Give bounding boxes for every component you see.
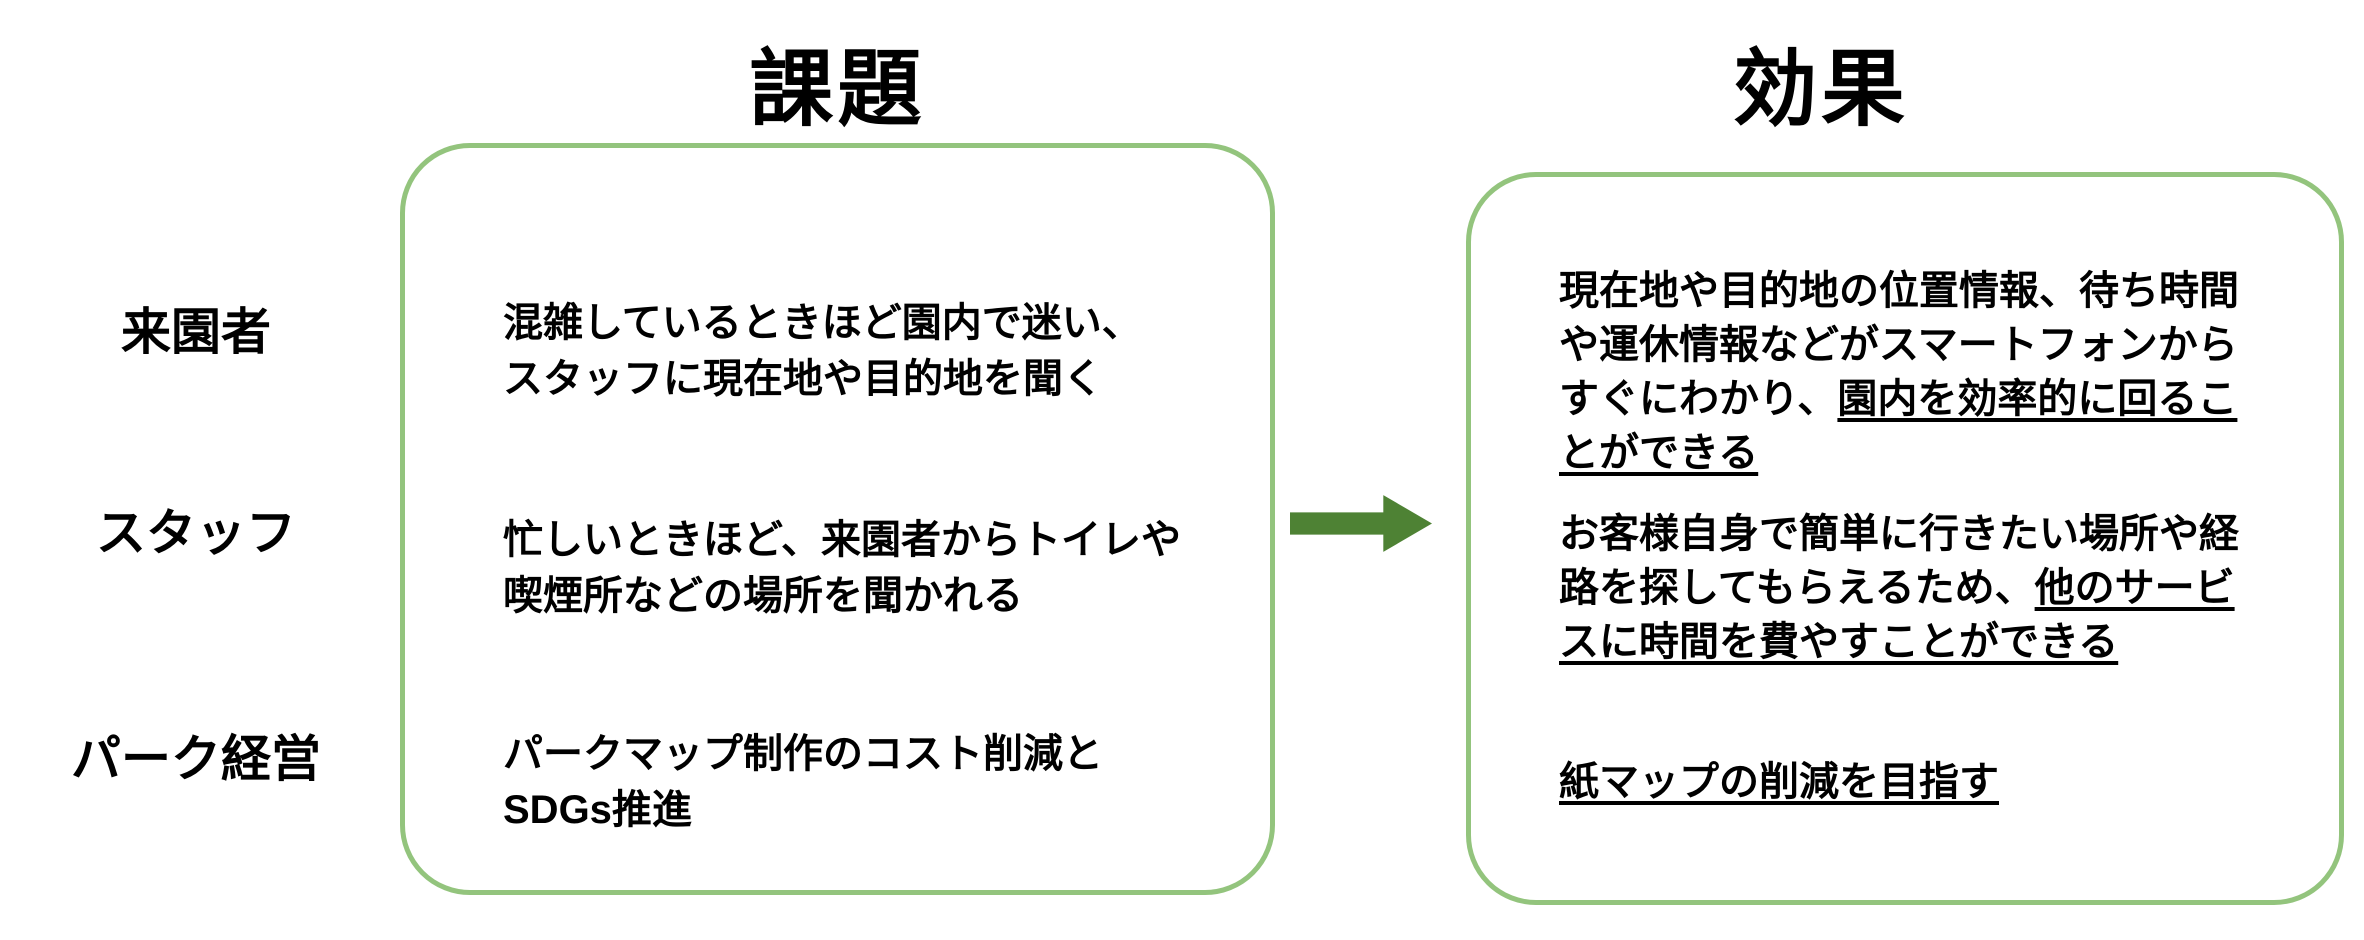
effect-item-park-management: 紙マップの削減を目指す — [1559, 755, 2255, 809]
issues-title: 課題 — [749, 42, 926, 136]
effect-item-visitors: 現在地や目的地の位置情報、待ち時間や運休情報などがスマートフォンからすぐにわかり… — [1559, 264, 2255, 480]
row-label-park-management: パーク経営 — [71, 731, 321, 787]
issue-item-park-management: パークマップ制作のコスト削減と SDGs推進 — [503, 732, 1103, 832]
effect-emphasis: 園内を効率的に回ることができる — [1559, 377, 2238, 475]
issue-item-visitors: 混雑しているときほど園内で迷い、 スタッフに現在地や目的地を聞く — [503, 301, 1142, 401]
effect-text: 現在地や目的地の位置情報、待ち時間や運休情報などがスマートフォンからすぐにわかり… — [1559, 269, 2239, 421]
row-label-visitors: 来園者 — [121, 304, 271, 360]
issue-item-staff: 忙しいときほど、来園者からトイレや 喫煙所などの場所を聞かれる — [503, 518, 1181, 618]
effect-item-staff: お客様自身で簡単に行きたい場所や経路を探してもらえるため、他のサービスに時間を費… — [1559, 507, 2255, 669]
effect-text: お客様自身で簡単に行きたい場所や経路を探してもらえるため、 — [1559, 512, 2239, 610]
right-arrow-shape — [1290, 495, 1432, 552]
row-label-staff: スタッフ — [96, 505, 296, 561]
effects-title: 効果 — [1732, 42, 1909, 136]
effect-emphasis: 他のサービスに時間を費やすことができる — [1559, 566, 2235, 664]
issues-box: 混雑しているときほど園内で迷い、 スタッフに現在地や目的地を聞く 忙しいときほど… — [400, 143, 1275, 895]
effect-emphasis: 紙マップの削減を目指す — [1559, 760, 1999, 804]
right-arrow-icon — [1290, 495, 1432, 552]
effects-box: 現在地や目的地の位置情報、待ち時間や運休情報などがスマートフォンからすぐにわかり… — [1466, 172, 2344, 905]
